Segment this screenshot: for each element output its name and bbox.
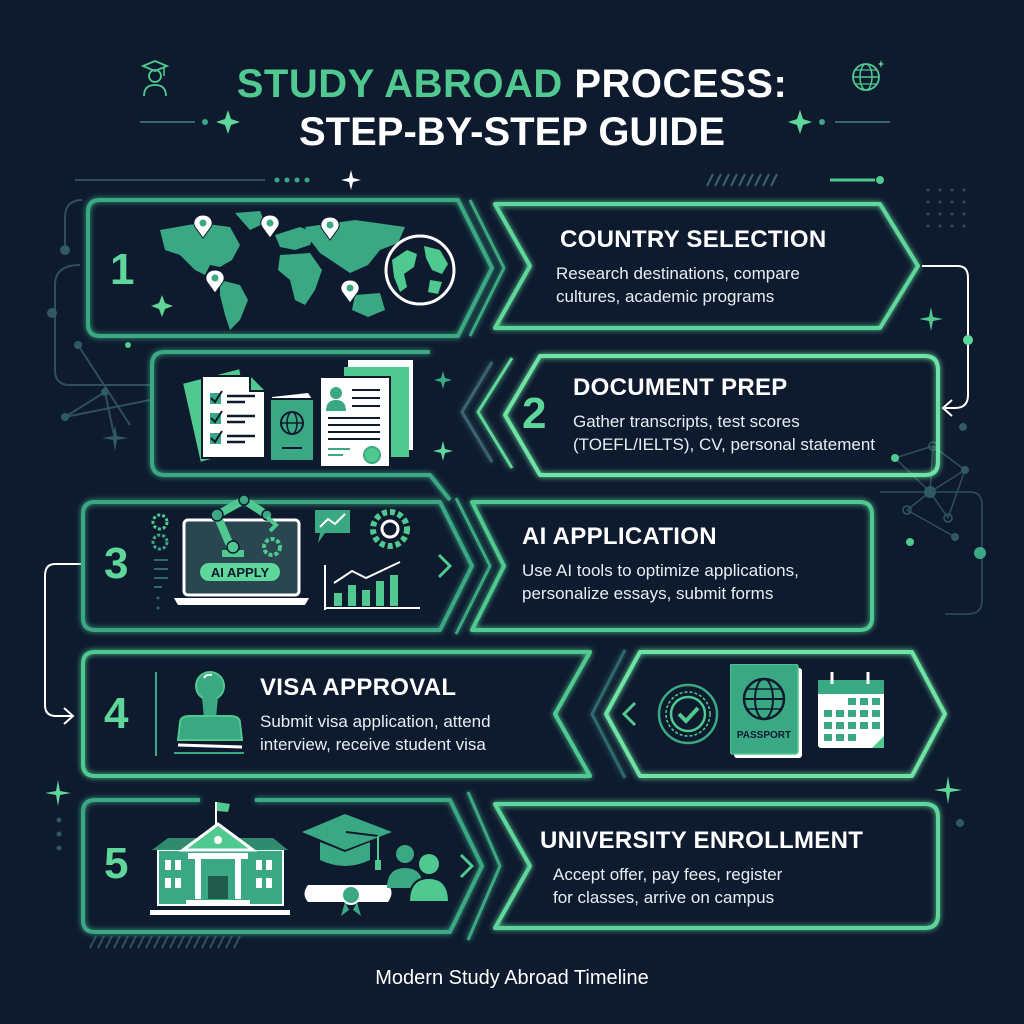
description-line: Submit visa application, attend xyxy=(260,712,491,731)
globe-icon xyxy=(852,60,884,91)
step-description: Use AI tools to optimize applications, p… xyxy=(522,559,799,605)
step-number: 1 xyxy=(110,245,135,294)
description-line: cultures, academic programs xyxy=(556,287,775,306)
step-title: COUNTRY SELECTION xyxy=(560,226,827,253)
description-line: (TOEFL/IELTS), CV, personal statement xyxy=(573,435,876,454)
world-map-icon xyxy=(160,211,405,330)
title-white-part: PROCESS: xyxy=(574,62,788,106)
stamp-icon xyxy=(174,671,244,754)
passport-icon: PASSPORT xyxy=(730,664,802,758)
step-description: Gather transcripts, test scores (TOEFL/I… xyxy=(573,410,875,456)
university-building-icon xyxy=(150,802,290,915)
step-description: Submit visa application, attend intervie… xyxy=(260,710,491,756)
page-title: STUDY ABROAD PROCESS: xyxy=(0,60,1024,108)
description-line: Use AI tools to optimize applications, xyxy=(522,561,799,580)
passport-icon xyxy=(269,393,315,462)
step-title: VISA APPROVAL xyxy=(260,674,457,701)
description-line: Gather transcripts, test scores xyxy=(573,412,800,431)
description-line: Research destinations, compare xyxy=(556,264,800,283)
passport-label: PASSPORT xyxy=(737,730,791,741)
chevron-right-icon xyxy=(459,853,475,879)
footer-caption: Modern Study Abroad Timeline xyxy=(375,967,649,989)
graduate-icon xyxy=(140,60,170,97)
step-title: AI APPLICATION xyxy=(522,523,717,550)
gear-icon xyxy=(151,513,169,610)
students-icon xyxy=(387,845,450,903)
step-description: Research destinations, compare cultures,… xyxy=(556,262,800,308)
title-green-part: STUDY ABROAD xyxy=(236,62,563,106)
page-subtitle: STEP-BY-STEP GUIDE xyxy=(298,110,725,154)
description-line: personalize essays, submit forms xyxy=(522,584,774,603)
step-number: 5 xyxy=(104,839,129,888)
checklist-document-icon xyxy=(180,366,266,465)
description-line: for classes, arrive on campus xyxy=(553,888,775,907)
step-number: 3 xyxy=(104,539,129,588)
chevron-right-icon xyxy=(437,553,453,579)
laptop-label: AI APPLY xyxy=(211,565,270,580)
cv-document-icon xyxy=(319,360,413,468)
step-description: Accept offer, pay fees, register for cla… xyxy=(553,863,782,909)
description-line: interview, receive student visa xyxy=(260,735,486,754)
graduation-cap-icon xyxy=(302,814,392,870)
step-number: 4 xyxy=(104,689,129,738)
description-line: Accept offer, pay fees, register xyxy=(553,865,783,884)
calendar-icon xyxy=(818,672,884,748)
globe-icon xyxy=(384,234,456,306)
step-title: DOCUMENT PREP xyxy=(573,374,788,401)
robot-arm-laptop-icon: AI APPLY xyxy=(174,495,309,605)
approved-seal-icon xyxy=(657,683,719,745)
chevron-left-icon xyxy=(621,701,637,727)
step-title: UNIVERSITY ENROLLMENT xyxy=(540,827,864,854)
diploma-icon xyxy=(304,885,392,916)
step-number: 2 xyxy=(522,389,547,438)
trend-chart-icon xyxy=(315,509,420,610)
step-divider xyxy=(155,672,157,756)
